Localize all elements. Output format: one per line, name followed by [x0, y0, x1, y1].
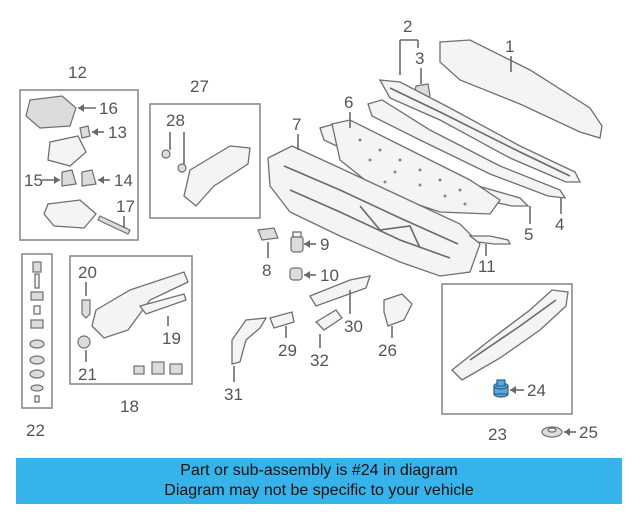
part-32-bracket	[314, 309, 343, 331]
group-box-27	[149, 103, 261, 219]
part-6-headliner-panel	[331, 119, 501, 215]
callout-12: 12	[68, 63, 87, 82]
part-24-highlighted	[493, 379, 509, 398]
callout-16: 16	[99, 99, 118, 118]
part-latch-housing	[91, 271, 189, 339]
callout-14: 14	[114, 171, 133, 190]
callout-3: 3	[415, 49, 424, 68]
part-18-small-parts	[133, 361, 183, 375]
callout-27: 27	[190, 77, 209, 96]
part-19-link	[138, 293, 187, 315]
part-22-hardware-stack	[29, 261, 45, 403]
caption-line-1: Part or sub-assembly is #24 in diagram	[180, 462, 458, 479]
part-4-rail	[367, 99, 567, 199]
callout-23: 23	[488, 425, 507, 444]
callout-7: 7	[292, 115, 301, 134]
part-17-pin	[97, 215, 131, 235]
part-16-cover	[25, 95, 77, 129]
callout-9: 9	[320, 235, 329, 254]
group-box-12	[19, 89, 139, 241]
callout-15: 15	[24, 171, 43, 190]
parts-diagram: 1 2 3 4 5 6 7	[19, 17, 603, 444]
callout-11: 11	[478, 257, 496, 276]
callout-19: 19	[162, 329, 181, 348]
part-27-bracket	[183, 145, 251, 207]
callout-30: 30	[344, 317, 363, 336]
callout-13: 13	[108, 123, 127, 142]
part-13-housing	[47, 135, 87, 167]
callout-31: 31	[224, 385, 243, 404]
callout-20: 20	[78, 263, 97, 282]
part-20-pin	[81, 299, 91, 319]
callout-28: 28	[166, 111, 185, 130]
info-banner: Part or sub-assembly is #24 in diagram D…	[16, 458, 622, 504]
caption-line-2: Diagram may not be specific to your vehi…	[164, 482, 474, 499]
part-1-top-bow	[439, 39, 603, 139]
part-13-clip	[79, 125, 91, 139]
callout-2: 2	[403, 17, 412, 36]
part-15-bumper	[61, 169, 77, 187]
part-28-screw	[161, 149, 171, 159]
part-9-bumper	[290, 231, 304, 253]
part-11-bracket	[468, 235, 512, 245]
callout-29: 29	[278, 341, 297, 360]
callout-18: 18	[120, 397, 139, 416]
part-2-weatherstrip	[378, 79, 582, 183]
part-26-bracket	[383, 293, 413, 327]
part-7-roof-frame	[267, 145, 481, 277]
callout-1: 1	[505, 37, 514, 56]
callout-24: 24	[527, 381, 546, 400]
part-28-screw-2	[177, 163, 187, 173]
callout-4: 4	[555, 215, 564, 234]
group-box-22	[21, 253, 53, 409]
callout-32: 32	[310, 351, 329, 370]
callout-6: 6	[344, 93, 353, 112]
callout-25: 25	[579, 423, 598, 442]
part-29-bracket	[269, 311, 295, 329]
callout-10: 10	[320, 266, 339, 285]
callout-5: 5	[524, 225, 533, 244]
part-14-bumper	[81, 169, 97, 187]
part-latch-assembly	[43, 199, 97, 229]
part-30-bracket	[309, 275, 371, 307]
callout-26: 26	[378, 341, 397, 360]
group-box-23	[441, 283, 573, 415]
part-31-strip	[231, 317, 268, 365]
callout-22: 22	[26, 421, 45, 440]
part-21-bushing	[77, 335, 91, 349]
callout-8: 8	[262, 261, 271, 280]
group-box-18	[69, 255, 193, 385]
callout-17: 17	[116, 197, 135, 216]
part-10-cap	[289, 267, 303, 281]
callout-21: 21	[78, 365, 97, 384]
part-8-block	[257, 227, 279, 241]
part-25-grommet	[541, 426, 563, 438]
